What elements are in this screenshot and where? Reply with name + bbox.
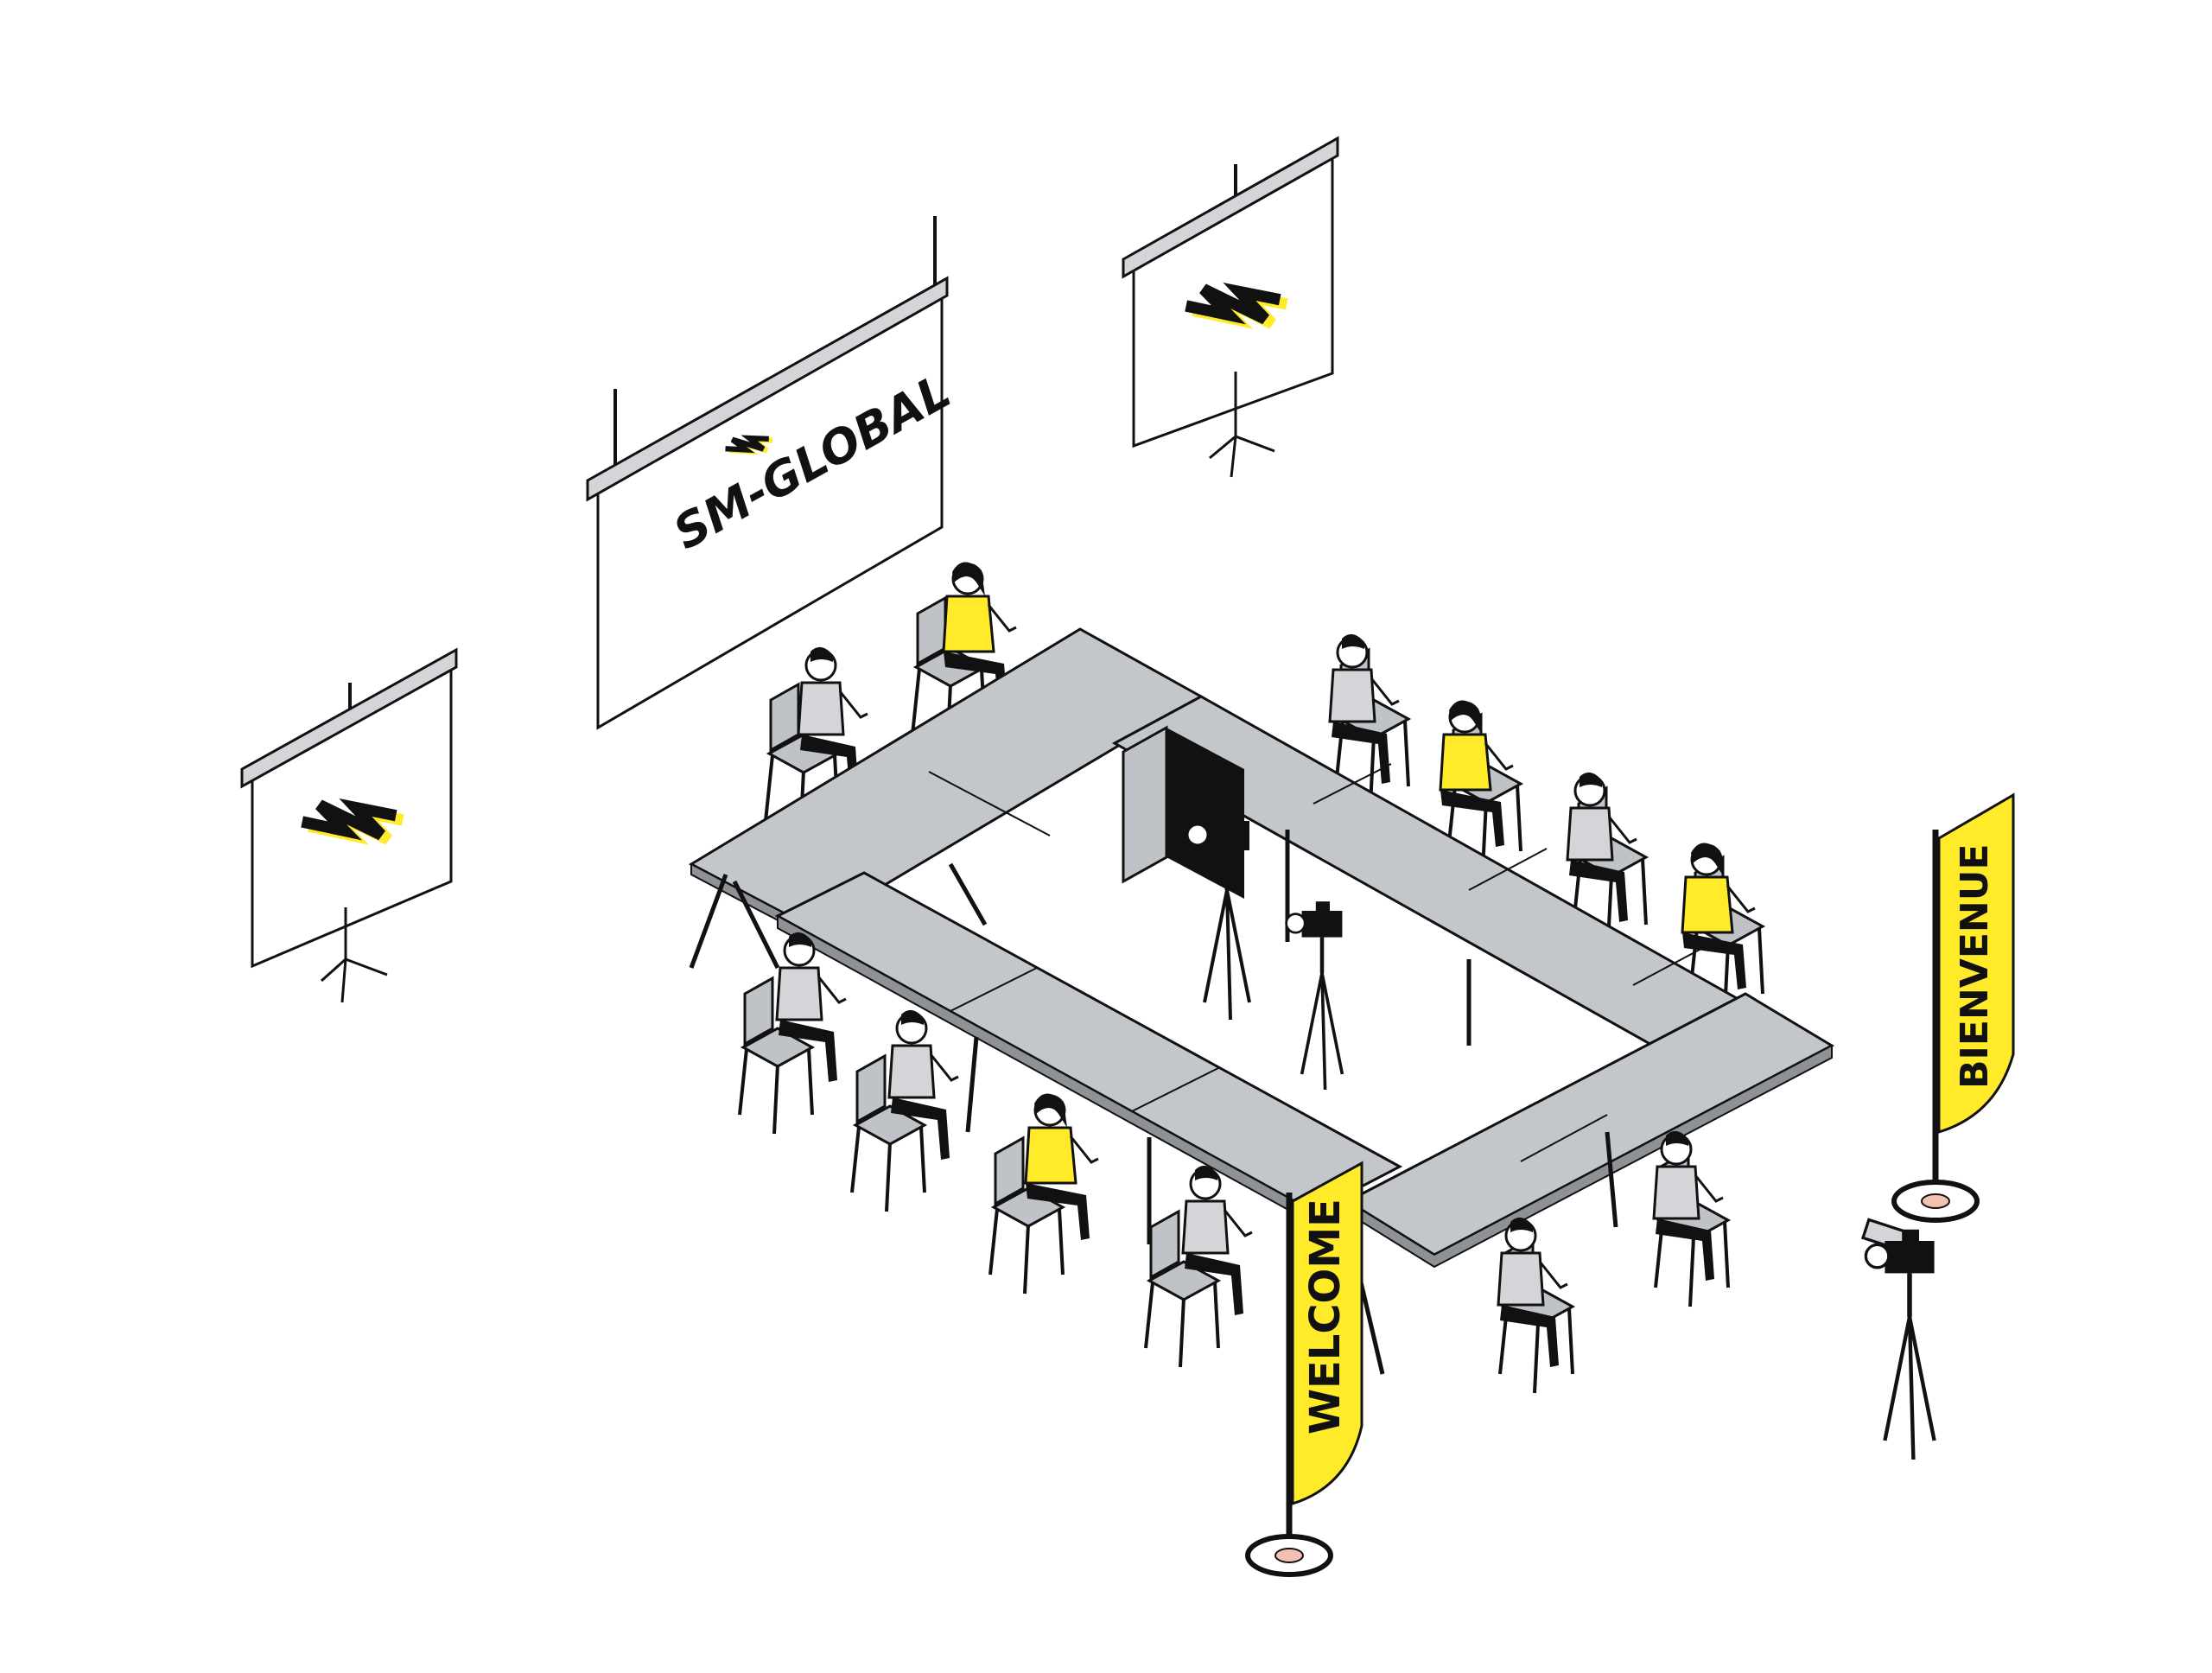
video-camera-center-2 [1287, 901, 1343, 1090]
video-camera-right [1860, 1218, 1935, 1460]
screen-top-right [1122, 136, 1339, 478]
conference-tables [688, 627, 1835, 1375]
flag-bienvenue-text: BIENVENUE [1953, 843, 1997, 1089]
screen-left [240, 647, 458, 1003]
main-projection-screen: SM-GLOBAL [586, 216, 959, 730]
welcome-flag: WELCOME [1245, 1161, 1363, 1577]
video-camera-center-1 [1187, 811, 1249, 1020]
bienvenue-flag: BIENVENUE [1891, 792, 2015, 1223]
flag-welcome-text: WELCOME [1301, 1199, 1350, 1434]
